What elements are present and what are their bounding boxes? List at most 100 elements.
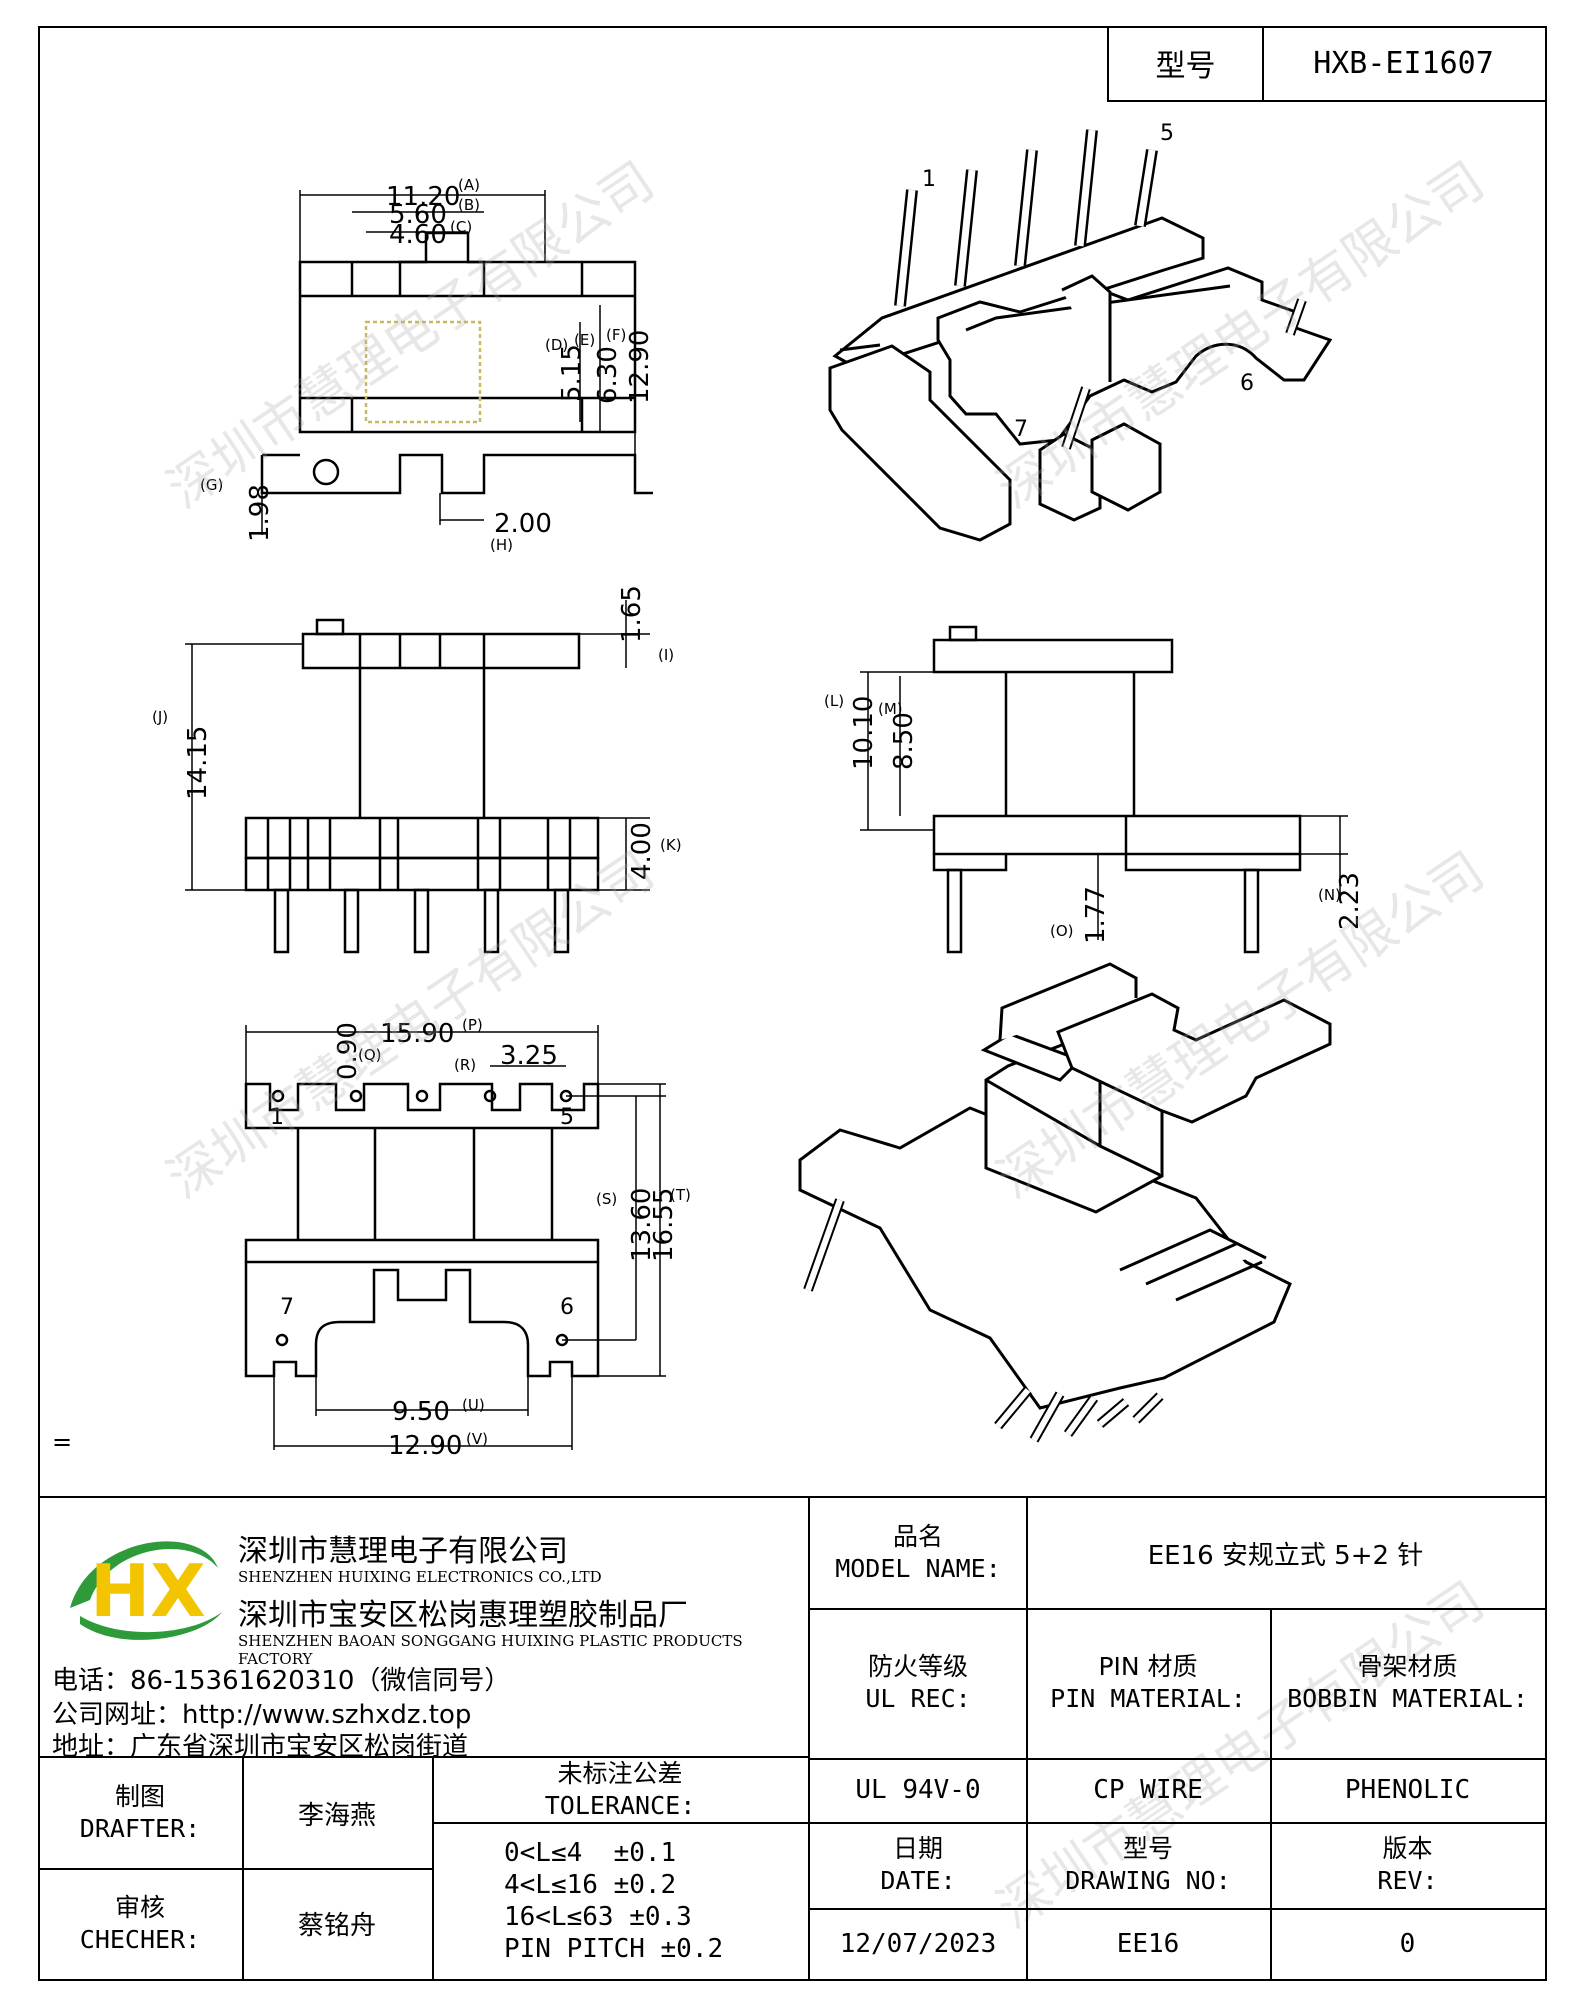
dim-s-value: 13.60 — [627, 1188, 657, 1262]
dim-d-tag: (D) — [545, 336, 568, 354]
drafter-value-cell: 李海燕 — [242, 1758, 434, 1870]
company-website: 公司网址：http://www.szhxdz.top — [52, 1700, 472, 1730]
dim-h-tag: (H) — [490, 536, 513, 554]
bobbin-material-cn: 骨架材质 — [1357, 1652, 1458, 1681]
ul-en: UL REC: — [865, 1684, 971, 1713]
dim-h-value: 2.00 — [494, 509, 552, 539]
dim-u-tag: (U) — [462, 1396, 485, 1414]
tolerance-cn: 未标注公差 — [557, 1759, 683, 1788]
iso-pin-5: 5 — [1160, 121, 1174, 146]
company-name-en: SHENZHEN HUIXING ELECTRONICS CO.,LTD — [238, 1568, 602, 1586]
front-view-labels: 1.65 (I) 14.15 (J) 4.00 (K) — [152, 585, 682, 880]
dim-p-value: 15.90 — [380, 1019, 454, 1049]
model-name-label-cell: 品名 MODEL NAME: — [808, 1498, 1028, 1610]
dim-o-value: 1.77 — [1081, 886, 1111, 944]
dim-a-tag: (A) — [458, 176, 480, 194]
dim-u-value: 9.50 — [392, 1397, 450, 1427]
drawing-no-value: EE16 — [1116, 1928, 1180, 1959]
date-cn: 日期 — [892, 1834, 943, 1863]
tolerance-line-3: 16<L≤63 ±0.3 — [504, 1901, 692, 1932]
ul-cn: 防火等级 — [867, 1652, 968, 1681]
rev-cn: 版本 — [1382, 1834, 1433, 1863]
dim-d-value: 5.15 — [557, 344, 587, 402]
front-view — [185, 600, 650, 954]
company-block: HX 深圳市慧理电子有限公司 SHENZHEN HUIXING ELECTRON… — [40, 1498, 810, 1762]
dim-p-tag: (P) — [462, 1016, 483, 1034]
date-en: DATE: — [880, 1866, 956, 1895]
iso-pin-1: 1 — [922, 167, 936, 192]
pin-material-label-cell: PIN 材质 PIN MATERIAL: — [1026, 1608, 1272, 1760]
bobbin-material-en: BOBBIN MATERIAL: — [1287, 1684, 1528, 1713]
pin-material-en: PIN MATERIAL: — [1050, 1684, 1246, 1713]
dim-q-value: 0.90 — [333, 1022, 363, 1080]
stray-mark: = — [52, 1428, 72, 1456]
tolerance-values-cell: 0<L≤4 ±0.1 4<L≤16 ±0.2 16<L≤63 ±0.3 PIN … — [432, 1822, 810, 1981]
model-name-value: EE16 安规立式 5+2 针 — [1147, 1540, 1424, 1571]
tolerance-label-cell: 未标注公差 TOLERANCE: — [432, 1758, 810, 1824]
ul-value-cell: UL 94V-0 — [808, 1758, 1028, 1824]
dim-b-value: 5.60 — [389, 200, 447, 230]
header-model-value-cell: HXB-EI1607 — [1262, 26, 1547, 102]
top-view-labels: 11.20 (A) 5.60 (B) 4.60 (C) 5.15 (D) 6.3… — [200, 176, 655, 554]
bottom-view-labels: 15.90 (P) 0.90 (Q) 3.25 (R) 13.60 (S) 16… — [270, 1016, 691, 1461]
company-logo: HX — [70, 1541, 222, 1640]
side-view — [860, 625, 1348, 954]
dim-n-value: 2.23 — [1335, 872, 1365, 930]
checker-label-cell: 审核 CHECHER: — [38, 1868, 244, 1981]
bobbin-material-label-cell: 骨架材质 BOBBIN MATERIAL: — [1270, 1608, 1547, 1760]
checker-value: 蔡铭舟 — [297, 1911, 376, 1941]
logo-letters: HX — [90, 1549, 206, 1633]
dim-k-value: 4.00 — [627, 822, 657, 880]
bobbin-material-value: PHENOLIC — [1344, 1775, 1471, 1805]
pin-material-value-cell: CP WIRE — [1026, 1758, 1272, 1824]
dim-c-tag: (C) — [450, 218, 472, 236]
drawing-no-value-cell: EE16 — [1026, 1908, 1272, 1981]
top-view — [260, 190, 653, 535]
dim-v-value: 12.90 — [388, 1431, 462, 1461]
date-label-cell: 日期 DATE: — [808, 1822, 1028, 1910]
dim-s-tag: (S) — [596, 1190, 617, 1208]
dim-b-tag: (B) — [458, 196, 480, 214]
checker-cn: 审核 — [114, 1892, 165, 1922]
dim-i-value: 1.65 — [617, 585, 647, 643]
bottom-pin-7: 7 — [280, 1295, 294, 1320]
dim-r-tag: (R) — [454, 1056, 476, 1074]
left-rule-1758 — [38, 1756, 810, 1758]
iso-pin-6: 6 — [1240, 371, 1254, 396]
factory-name-en: SHENZHEN BAOAN SONGGANG HUIXING PLASTIC … — [238, 1632, 743, 1668]
dim-q-tag: (Q) — [358, 1046, 382, 1064]
dim-l-tag: (L) — [824, 692, 844, 710]
dim-e-value: 6.30 — [593, 346, 623, 404]
dim-a-value: 11.20 — [386, 182, 460, 212]
company-phone: 电话：86-15361620310（微信同号） — [52, 1666, 511, 1696]
model-name-value-cell: EE16 安规立式 5+2 针 — [1026, 1498, 1547, 1610]
bottom-pin-1: 1 — [270, 1105, 284, 1130]
bottom-pin-5: 5 — [560, 1105, 574, 1130]
dim-k-tag: (K) — [660, 836, 682, 854]
title-block-top-rule — [38, 1496, 1547, 1498]
dim-o-tag: (O) — [1050, 922, 1074, 940]
drawing-no-label-cell: 型号 DRAWING NO: — [1026, 1822, 1272, 1910]
dim-m-value: 8.50 — [889, 712, 919, 770]
checker-value-cell: 蔡铭舟 — [242, 1868, 434, 1981]
dim-e-tag: (E) — [574, 331, 595, 349]
dim-f-tag: (F) — [606, 326, 626, 344]
pin-material-cn: PIN 材质 — [1098, 1652, 1198, 1681]
dim-j-value: 14.15 — [183, 726, 213, 800]
drawing-no-en: DRAWING NO: — [1065, 1866, 1231, 1895]
rev-value-cell: 0 — [1270, 1908, 1547, 1981]
drafter-value: 李海燕 — [297, 1800, 376, 1831]
dim-t-value: 16.55 — [649, 1188, 679, 1262]
dim-t-tag: (T) — [670, 1186, 691, 1204]
bobbin-material-value-cell: PHENOLIC — [1270, 1758, 1547, 1824]
drawing-no-cn: 型号 — [1122, 1834, 1173, 1863]
checker-en: CHECHER: — [79, 1924, 201, 1954]
dim-m-tag: (M) — [878, 700, 903, 718]
rev-en: REV: — [1377, 1866, 1438, 1895]
tolerance-en: TOLERANCE: — [544, 1791, 696, 1820]
bottom-pin-6: 6 — [560, 1295, 574, 1320]
isometric-top-labels: 1 5 6 7 — [922, 121, 1254, 442]
drafter-label-cell: 制图 DRAFTER: — [38, 1758, 244, 1870]
dim-j-tag: (J) — [152, 708, 168, 726]
drafter-cn: 制图 — [114, 1782, 165, 1811]
